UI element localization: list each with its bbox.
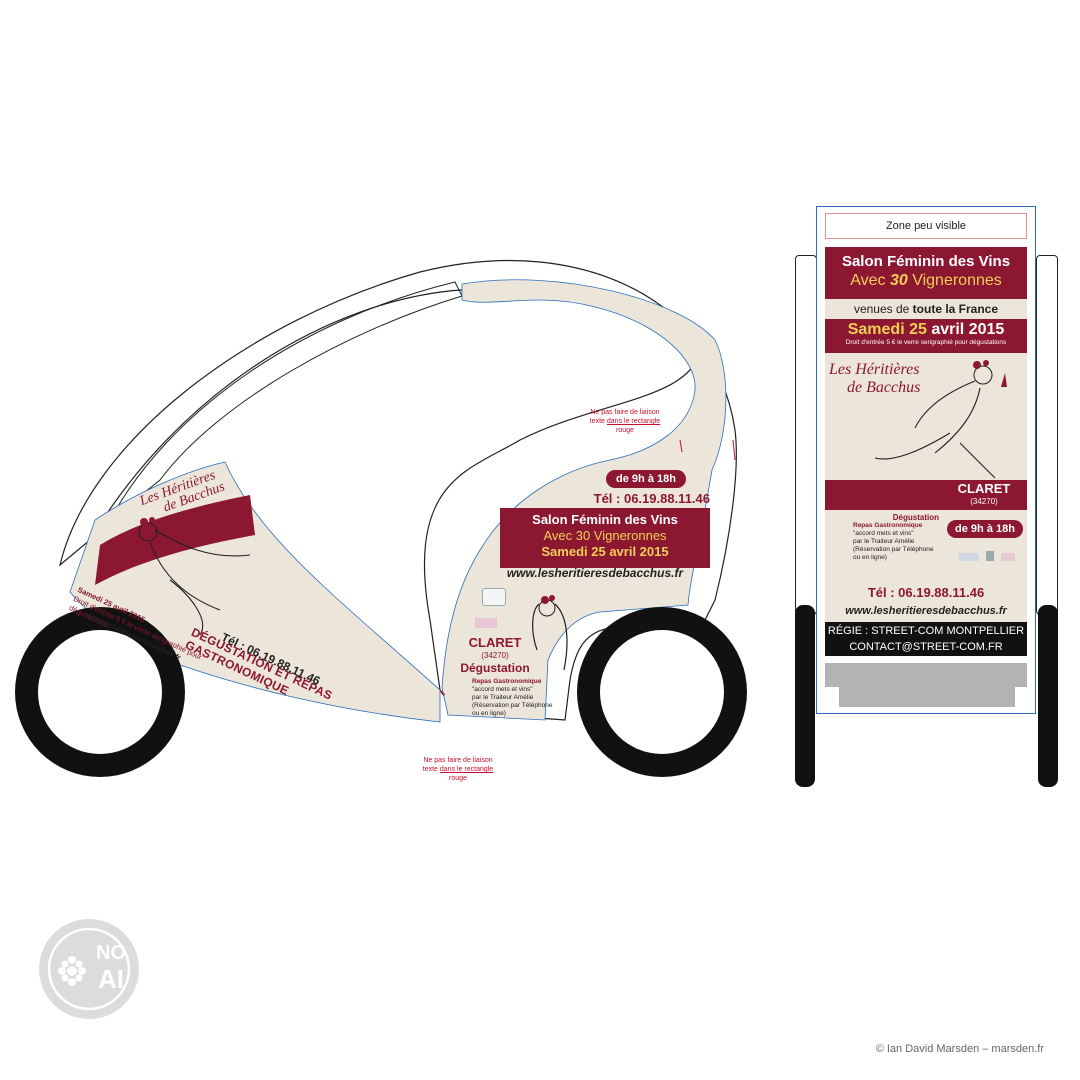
side-dancer-illustration	[532, 595, 568, 671]
rear-regie-block: RÉGIE : STREET-COM MONTPELLIER CONTACT@S…	[825, 622, 1027, 656]
rear-maroon-band	[500, 508, 710, 568]
side-meal-block: Repas Gastronomique "accord mets et vins…	[472, 678, 553, 717]
rear-wheel-right	[1038, 605, 1058, 787]
side-hours-badge: de 9h à 18h	[606, 470, 686, 488]
sponsor-logo-side-1	[482, 588, 506, 606]
rear-sponsor-logos	[957, 548, 1017, 561]
rear-contact-area: Tél : 06.19.88.11.46 www.lesheritieresde…	[825, 584, 1027, 622]
window-outline	[109, 281, 463, 521]
side-website: www.lesheritieresdebacchus.fr	[506, 566, 684, 580]
cut-marks	[439, 439, 736, 696]
front-wheel	[15, 607, 185, 777]
rear-logo-script: Les Héritières de Bacchus	[829, 361, 921, 396]
rear-meal-block: Dégustation Repas Gastronomique "accord …	[853, 513, 939, 562]
no-ai-badge	[39, 919, 139, 1019]
plate-area-bottom	[839, 687, 1015, 707]
rear-headline: Salon Féminin des Vins Avec 30 Vigneronn…	[825, 247, 1027, 299]
rear-dancer-illustration	[874, 360, 1007, 479]
rear-wheel-left	[795, 605, 815, 787]
side-phone: Tél : 06.19.88.11.46	[593, 491, 710, 506]
rear-wrap-panel	[441, 279, 727, 721]
rear-frame-right	[1036, 255, 1058, 615]
rear-date-block: Samedi 25 avril 2015 Droit d'entrée 5 € …	[825, 319, 1027, 353]
side-town-block: CLARET (34270) Dégustation	[460, 635, 530, 675]
zone-label: Zone peu visible	[825, 213, 1027, 239]
no-ai-text: NO AI	[96, 942, 126, 994]
side-headline-block: Salon Féminin des Vins Avec 30 Vigneronn…	[532, 512, 678, 559]
rear-maroon-bar: CLARET (34270)	[825, 480, 1027, 510]
rear-hours-badge: de 9h à 18h	[947, 520, 1023, 538]
sponsor-logo-side-2	[475, 618, 497, 628]
rear-illustration-area: Les Héritières de Bacchus	[825, 353, 1027, 480]
copyright-credit: © Ian David Marsden – marsden.fr	[875, 1043, 1044, 1055]
liaison-note-lower: Ne pas faire de liaison texte dans le re…	[422, 757, 494, 782]
liaison-note-upper: Ne pas faire de liaison texte dans le re…	[589, 409, 661, 434]
side-view-vehicle	[15, 259, 747, 777]
rear-origin: venues de toute la France	[825, 299, 1027, 319]
rear-wheel	[577, 607, 747, 777]
rear-frame-left	[795, 255, 817, 615]
plate-area-top	[825, 663, 1027, 687]
rear-town-block: CLARET (34270)	[957, 481, 1011, 506]
front-dancer-illustration	[134, 517, 251, 636]
rear-info-area: Dégustation Repas Gastronomique "accord …	[825, 510, 1027, 584]
rear-ad-panel: Zone peu visible Salon Féminin des Vins …	[816, 206, 1036, 714]
flower-icon	[58, 956, 86, 986]
front-maroon-band	[95, 495, 255, 585]
